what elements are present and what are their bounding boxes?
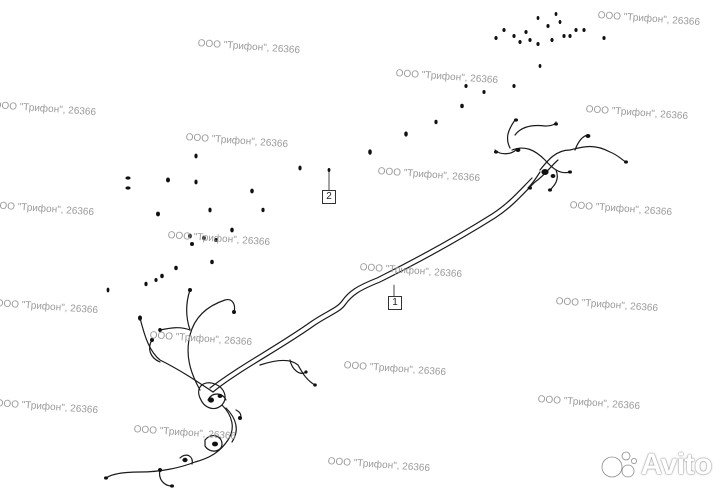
upper-branch-h: [494, 149, 517, 155]
lower-loop-b: [179, 454, 193, 465]
avito-logo: Avito: [600, 448, 713, 482]
upper-branch-c: [506, 119, 516, 149]
upper-branch-b: [514, 121, 557, 136]
avito-logo-text: Avito: [640, 448, 713, 481]
lower-harness-parallel: [225, 407, 237, 443]
callout-2-label: 2: [322, 190, 336, 204]
right-stub: [259, 359, 316, 386]
right-stub-b: [289, 359, 307, 374]
callout-1-label: 1: [388, 296, 402, 310]
lower-branch-c: [158, 469, 173, 487]
fastener-clips: [104, 12, 628, 488]
upper-branch-f: [549, 169, 558, 191]
junction-loop-a: [198, 382, 226, 410]
avito-dots-icon: [601, 451, 637, 478]
left-branch-a: [139, 317, 214, 393]
main-harness-line-parallel: [209, 177, 533, 389]
upper-branch-d: [511, 147, 571, 174]
lower-loop-a: [204, 435, 223, 452]
left-branch-e: [159, 327, 191, 331]
lower-harness: [105, 404, 233, 479]
main-harness-line: [212, 159, 559, 393]
left-branch-b: [187, 299, 236, 391]
upper-branch-a: [539, 145, 627, 171]
left-branch-c: [186, 289, 191, 331]
left-branch-d: [149, 339, 161, 363]
